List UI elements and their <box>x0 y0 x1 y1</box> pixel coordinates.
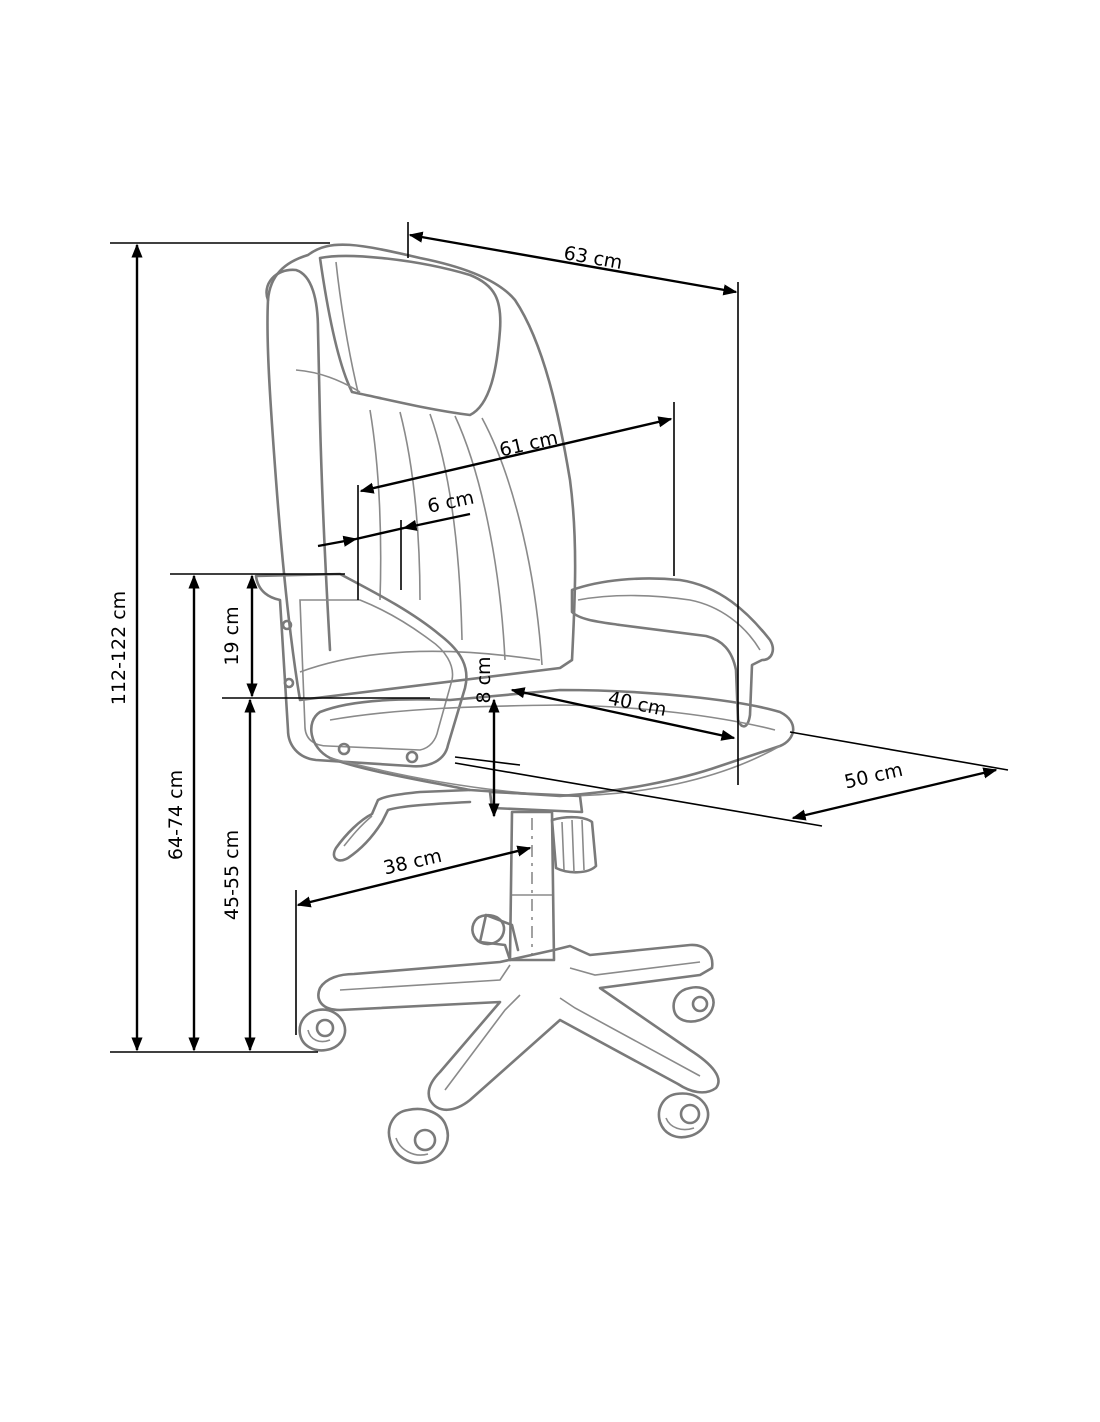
caster-front <box>387 1107 449 1165</box>
ext-50-front <box>454 762 823 827</box>
gas-cylinder <box>508 810 556 962</box>
tilt-lever <box>332 788 472 862</box>
headrest-inner-line <box>335 261 359 393</box>
star-base-leg-ridge-1 <box>339 964 511 991</box>
caster-back <box>471 913 506 946</box>
backrest-stitch-2 <box>399 411 421 601</box>
dim-base-radius-label: 38 cm <box>381 845 444 880</box>
dim-armrest-above-seat-label: 19 cm <box>221 606 243 665</box>
dim-inner-width-label: 61 cm <box>497 427 560 462</box>
dimension-annotations: 112-122 cm 64-74 cm 45-55 cm 19 cm 8 cm … <box>108 222 1009 1053</box>
star-base <box>317 913 720 1112</box>
dim-seat-depth-label: 50 cm <box>842 759 905 794</box>
dim-backrest-offset-line-left <box>317 535 358 548</box>
dim-seat-width-line <box>510 687 736 741</box>
star-base-leg-ridge-3 <box>559 997 701 1077</box>
dim-backrest-offset-line-right <box>402 512 471 531</box>
dim-total-height-label: 112-122 cm <box>108 591 130 705</box>
dim-seat-thickness-label: 8 cm <box>473 656 495 703</box>
mechanism-plate <box>488 790 584 814</box>
right-armrest-inner <box>577 594 761 651</box>
seat-underside <box>329 745 781 797</box>
gas-cylinder-knob-ribs <box>561 819 585 873</box>
dim-seat-depth-line <box>791 767 998 821</box>
ext-seat-bottom <box>454 756 521 766</box>
dim-armrest-height-label: 64-74 cm <box>165 770 187 860</box>
caster-left <box>298 1008 347 1052</box>
star-base-leg-ridge-2 <box>444 994 521 1091</box>
caster-right-front <box>657 1092 710 1139</box>
armrest-bolt-4 <box>405 750 419 764</box>
right-armrest <box>570 577 775 728</box>
backrest-lower-curve <box>299 650 541 673</box>
tilt-lever-grip <box>343 815 373 847</box>
armrest-bolt-1 <box>281 619 293 631</box>
dim-overall-width-line <box>408 231 738 296</box>
dim-backrest-offset-label: 6 cm <box>425 486 476 517</box>
backrest-top-seam <box>295 369 361 393</box>
armrest-bolt-3 <box>337 742 351 756</box>
backrest-frame <box>266 243 577 702</box>
star-base-leg-ridge-4 <box>569 961 701 976</box>
dim-overall-width-label: 63 cm <box>562 242 624 274</box>
ext-50-back <box>789 731 1009 771</box>
left-armrest-inner <box>299 599 454 751</box>
backrest-side-wing <box>265 268 332 652</box>
backrest-stitch-3 <box>429 413 463 641</box>
backrest-stitch-1 <box>369 409 382 601</box>
seat-top-seam <box>329 704 776 731</box>
dim-seat-height-label: 45-55 cm <box>221 830 243 920</box>
seat-cushion <box>310 688 795 798</box>
armrest-bolt-2 <box>283 677 295 689</box>
left-armrest <box>254 572 468 768</box>
caster-right-back <box>672 985 715 1023</box>
dim-backrest-offset-span <box>355 526 405 541</box>
chair-illustration <box>254 243 795 1165</box>
dim-base-radius-line <box>296 845 532 908</box>
dim-inner-width-line <box>359 416 673 494</box>
gas-cylinder-knob <box>550 815 598 874</box>
